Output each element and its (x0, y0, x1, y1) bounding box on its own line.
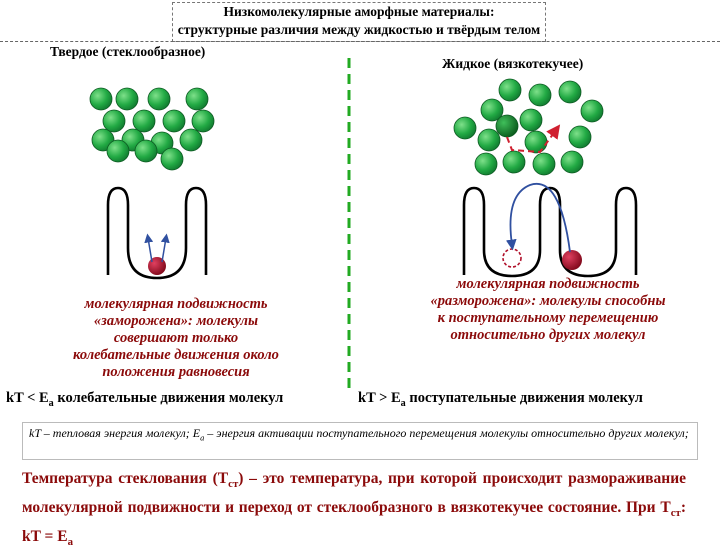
definitions-box: kT – тепловая энергия молекул; Ea – энер… (22, 422, 698, 460)
liquid-mobility-line2: «разморожена»: молекулы способны (430, 293, 666, 309)
glass-transition-definition: Температура стеклования (Tст) – это темп… (22, 470, 686, 549)
liquid-moved-particle (562, 250, 582, 270)
liquid-mobility-line4: относительно других молекул (450, 327, 646, 343)
title-box: Низкомолекулярные аморфные материалы: ст… (172, 2, 546, 42)
liquid-molecule-cluster (453, 78, 604, 176)
liquid-mobility-description: молекулярная подвижность «разморожена»: … (380, 276, 716, 344)
liquid-mobility-line1: молекулярная подвижность (456, 276, 640, 292)
liquid-potential-well (462, 186, 638, 278)
liquid-state-label: Жидкое (вязкотекучее) (442, 56, 584, 71)
solid-mobility-line4: колебательные движения около (73, 347, 279, 363)
top-dashed-divider (0, 41, 720, 42)
molecule-jump-path (506, 124, 561, 154)
solid-condition: kT < Ea колебательные движения молекул (6, 390, 284, 409)
liquid-condition: kT > Ea поступательные движения молекул (358, 390, 643, 409)
solid-trapped-particle (148, 257, 166, 275)
liquid-mobility-line3: к поступательному перемещению (437, 310, 659, 326)
hop-arrow (505, 182, 571, 253)
solid-mobility-line1: молекулярная подвижность (84, 296, 268, 312)
solid-mobility-line2: «заморожена»: молекулы (93, 313, 259, 329)
title-line1: Низкомолекулярные аморфные материалы: (223, 4, 495, 19)
solid-state-label: Твердое (стеклообразное) (50, 44, 206, 59)
solid-potential-well (106, 186, 208, 280)
solid-mobility-description: молекулярная подвижность «заморожена»: м… (20, 296, 332, 381)
diagram-graphics (89, 58, 638, 392)
title-line2: структурные различия между жидкостью и т… (177, 22, 541, 37)
solid-mobility-line5: положения равновесия (102, 364, 250, 380)
solid-molecule-cluster (89, 87, 215, 171)
liquid-vacated-site (502, 248, 522, 268)
solid-mobility-line3: совершают только (113, 330, 239, 346)
